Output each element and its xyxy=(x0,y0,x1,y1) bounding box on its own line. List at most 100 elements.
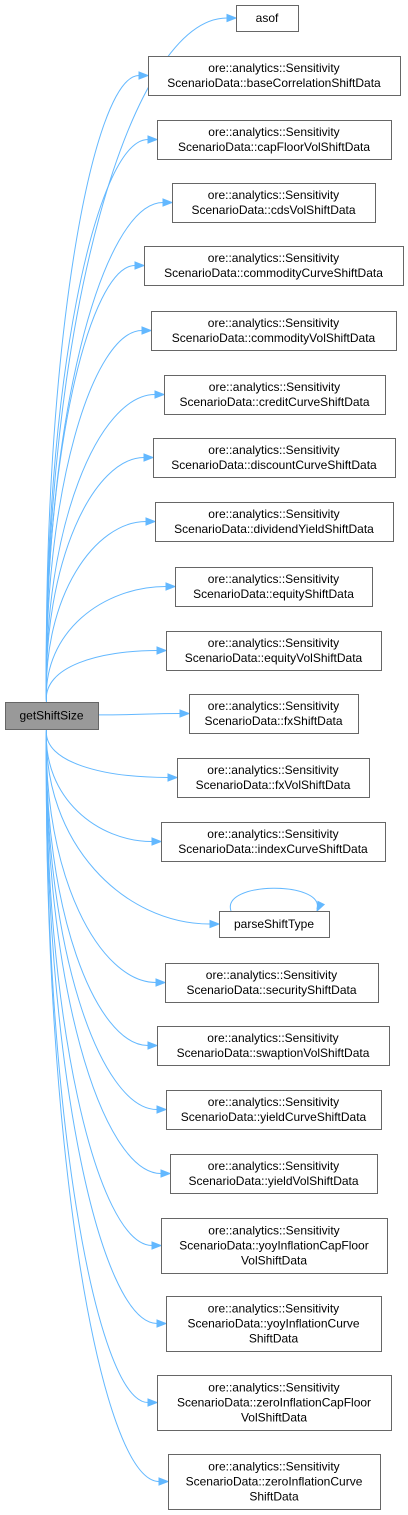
node-label: parseShiftType xyxy=(234,917,314,931)
edge-arrowhead xyxy=(156,1319,168,1328)
edge-path xyxy=(45,394,156,703)
graph-node[interactable]: ore::analytics::SensitivityScenarioData:… xyxy=(161,822,386,862)
node-label: ore::analytics::Sensitivity xyxy=(208,316,339,330)
node-label: ScenarioData::yoyInflationCapFloor xyxy=(179,1239,368,1253)
node-label: ore::analytics::Sensitivity xyxy=(207,1031,338,1045)
graph-node[interactable]: ore::analytics::SensitivityScenarioData:… xyxy=(168,1454,381,1510)
edge-path xyxy=(45,728,153,842)
edge-arrowhead xyxy=(147,1041,159,1050)
graph-node[interactable]: ore::analytics::SensitivityScenarioData:… xyxy=(157,120,392,160)
node-label: ore::analytics::Sensitivity xyxy=(208,443,339,457)
graph-node[interactable]: asof xyxy=(236,5,299,32)
edge-arrowhead xyxy=(316,900,326,913)
call-edge xyxy=(45,390,166,703)
node-box xyxy=(151,311,397,351)
node-label: getShiftSize xyxy=(19,709,83,723)
graph-node[interactable]: ore::analytics::SensitivityScenarioData:… xyxy=(151,311,397,351)
node-label: ScenarioData::fxVolShiftData xyxy=(196,778,351,792)
edge-arrowhead xyxy=(138,71,150,80)
graph-node[interactable]: ore::analytics::SensitivityScenarioData:… xyxy=(161,1218,388,1274)
node-box xyxy=(161,822,386,862)
node-label: ore::analytics::Sensitivity xyxy=(207,827,338,841)
edge-path xyxy=(45,17,228,703)
edge-arrowhead xyxy=(162,198,174,207)
graph-node[interactable]: ore::analytics::SensitivityScenarioData:… xyxy=(157,1375,392,1431)
root-node[interactable]: getShiftSize xyxy=(5,702,99,730)
graph-node[interactable]: ore::analytics::SensitivityScenarioData:… xyxy=(166,1090,382,1130)
node-label: ScenarioData::zeroInflationCurve xyxy=(186,1475,363,1489)
node-label: ScenarioData::baseCorrelationShiftData xyxy=(167,76,381,90)
graph-node[interactable]: ore::analytics::SensitivityScenarioData:… xyxy=(189,694,359,734)
graph-node[interactable]: ore::analytics::SensitivityScenarioData:… xyxy=(148,56,401,96)
call-edge xyxy=(45,582,177,703)
edge-path xyxy=(45,728,158,1324)
node-box xyxy=(144,246,404,286)
call-edge xyxy=(45,728,221,929)
node-label: ScenarioData::dividendYieldShiftData xyxy=(174,522,374,536)
node-label: ScenarioData::equityShiftData xyxy=(193,587,354,601)
edge-path xyxy=(45,728,162,1174)
call-edge xyxy=(45,728,170,1486)
edge-path xyxy=(230,887,318,912)
edge-arrowhead xyxy=(147,1398,159,1407)
graph-node[interactable]: ore::analytics::SensitivityScenarioData:… xyxy=(164,375,386,415)
node-label: ScenarioData::commodityVolShiftData xyxy=(172,331,376,345)
node-label: ScenarioData::zeroInflationCapFloor xyxy=(177,1396,371,1410)
call-edge xyxy=(45,326,153,703)
edge-arrowhead xyxy=(151,1241,163,1250)
graph-node[interactable]: ore::analytics::SensitivityScenarioData:… xyxy=(166,1296,382,1352)
node-box xyxy=(164,375,386,415)
graph-nodes: getShiftSize asofore::analytics::Sensitiv… xyxy=(5,5,404,1510)
graph-node[interactable]: ore::analytics::SensitivityScenarioData:… xyxy=(175,567,373,607)
node-label: ScenarioData::indexCurveShiftData xyxy=(178,842,368,856)
node-box xyxy=(153,438,396,478)
graph-node[interactable]: ore::analytics::SensitivityScenarioData:… xyxy=(144,246,404,286)
edge-arrowhead xyxy=(158,1477,170,1486)
node-label: ScenarioData::swaptionVolShiftData xyxy=(177,1046,370,1060)
edge-path xyxy=(45,728,153,1246)
node-box xyxy=(157,1026,390,1066)
graph-node[interactable]: ore::analytics::SensitivityScenarioData:… xyxy=(177,758,370,798)
node-label: VolShiftData xyxy=(241,1411,307,1425)
node-label: ScenarioData::discountCurveShiftData xyxy=(171,458,377,472)
node-label: VolShiftData xyxy=(241,1254,307,1268)
edge-arrowhead xyxy=(179,709,191,718)
edge-path xyxy=(45,75,140,703)
node-box xyxy=(166,1090,382,1130)
node-box xyxy=(157,120,392,160)
call-edge xyxy=(45,646,168,703)
graph-edges xyxy=(45,13,326,1486)
node-label: ScenarioData::capFloorVolShiftData xyxy=(178,140,370,154)
node-label: ore::analytics::Sensitivity xyxy=(208,251,339,265)
graph-node[interactable]: ore::analytics::SensitivityScenarioData:… xyxy=(157,1026,390,1066)
edge-path xyxy=(45,728,158,1110)
call-edge xyxy=(45,728,167,987)
graph-node[interactable]: ore::analytics::SensitivityScenarioData:… xyxy=(166,631,382,671)
node-label: ScenarioData::creditCurveShiftData xyxy=(179,395,369,409)
node-label: ShiftData xyxy=(249,1490,299,1504)
graph-node[interactable]: ore::analytics::SensitivityScenarioData:… xyxy=(170,1154,378,1194)
node-label: ore::analytics::Sensitivity xyxy=(208,61,339,75)
node-label: ScenarioData::securityShiftData xyxy=(186,983,356,997)
node-label: ore::analytics::Sensitivity xyxy=(208,188,339,202)
call-edge xyxy=(45,517,157,703)
graph-node[interactable]: ore::analytics::SensitivityScenarioData:… xyxy=(155,502,394,542)
node-label: ScenarioData::commodityCurveShiftData xyxy=(164,266,383,280)
graph-node[interactable]: ore::analytics::SensitivityScenarioData:… xyxy=(172,183,376,223)
node-label: ore::analytics::Sensitivity xyxy=(206,968,337,982)
edge-arrowhead xyxy=(155,978,167,987)
call-edge xyxy=(45,261,146,703)
edge-path xyxy=(97,713,181,716)
call-edge xyxy=(45,728,168,1328)
edge-arrowhead xyxy=(226,13,238,23)
graph-node[interactable]: ore::analytics::SensitivityScenarioData:… xyxy=(165,963,379,1003)
node-box xyxy=(172,183,376,223)
node-label: ore::analytics::Sensitivity xyxy=(208,507,339,521)
call-edge xyxy=(97,709,191,718)
graph-node[interactable]: parseShiftType xyxy=(219,911,330,938)
node-label: ore::analytics::Sensitivity xyxy=(208,1302,339,1316)
edge-path xyxy=(45,728,157,983)
node-label: ore::analytics::Sensitivity xyxy=(208,699,339,713)
graph-node[interactable]: ore::analytics::SensitivityScenarioData:… xyxy=(153,438,396,478)
